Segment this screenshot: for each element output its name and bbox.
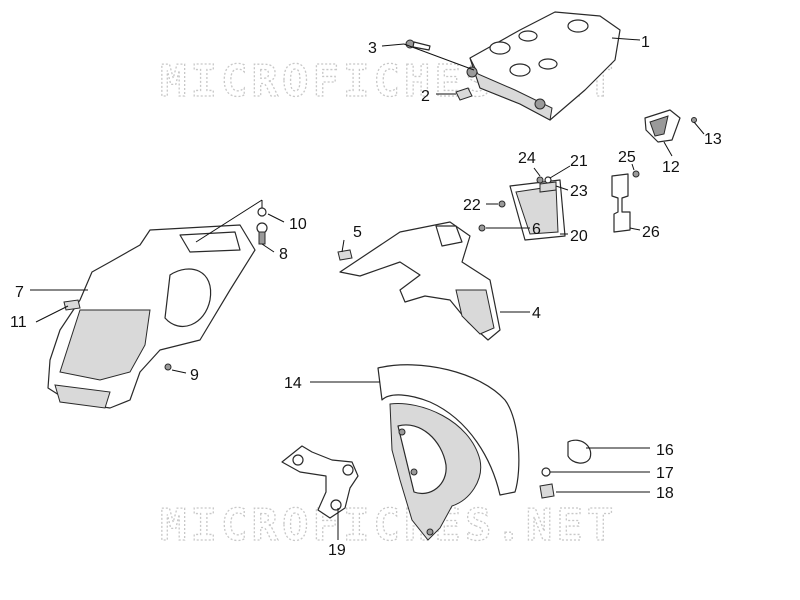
part-10-washer	[257, 207, 267, 217]
callout-12: 12	[662, 159, 680, 176]
part-9-screw	[164, 363, 172, 371]
part-5-nut	[337, 249, 353, 261]
callout-5: 5	[353, 224, 362, 241]
callout-23: 23	[570, 183, 588, 200]
callout-26: 26	[642, 224, 660, 241]
callout-18: 18	[656, 485, 674, 502]
part-22-nut	[498, 200, 506, 208]
part-12-reflector	[644, 109, 681, 143]
callout-11: 11	[10, 314, 27, 331]
part-16-cover	[567, 439, 592, 464]
part-21-screw	[536, 176, 544, 184]
callout-19: 19	[328, 542, 346, 559]
part-26-bracket	[611, 173, 631, 233]
callout-8: 8	[279, 246, 288, 263]
part-25-screw	[632, 170, 640, 178]
callout-9: 9	[190, 367, 199, 384]
leader-lines	[30, 37, 705, 540]
callout-1: 1	[641, 34, 650, 51]
watermark-bottom: MICROFICHES.NET	[160, 500, 617, 551]
part-19-bracket	[281, 445, 359, 519]
part-2-clip	[455, 87, 473, 101]
callout-21: 21	[570, 153, 588, 170]
callout-24: 24	[518, 150, 536, 167]
part-18-nut	[539, 483, 555, 499]
part-3-screw	[405, 39, 431, 51]
callout-7: 7	[15, 284, 24, 301]
callout-16: 16	[656, 442, 674, 459]
part-7-underseat-tray	[47, 224, 256, 409]
callout-13: 13	[704, 131, 722, 148]
part-8-bolt	[256, 222, 268, 245]
part-17-washer	[541, 467, 551, 477]
part-14-front-fender	[377, 364, 520, 541]
callout-6: 6	[532, 221, 541, 238]
callout-14: 14	[284, 375, 302, 392]
callout-25: 25	[618, 149, 636, 166]
callout-17: 17	[656, 465, 674, 482]
callout-10: 10	[289, 216, 307, 233]
part-1-tail-cover	[466, 11, 621, 121]
callout-20: 20	[570, 228, 588, 245]
callout-2: 2	[421, 88, 430, 105]
callout-22: 22	[463, 197, 481, 214]
part-11-clip	[63, 299, 81, 311]
callout-3: 3	[368, 40, 377, 57]
part-4-rear-mudguard	[339, 221, 501, 341]
callout-4: 4	[532, 305, 541, 322]
part-6-screw	[478, 224, 486, 232]
part-13-screw	[691, 117, 697, 123]
part-23-bushing	[539, 181, 557, 193]
part-20-reflector-grid	[509, 179, 566, 241]
